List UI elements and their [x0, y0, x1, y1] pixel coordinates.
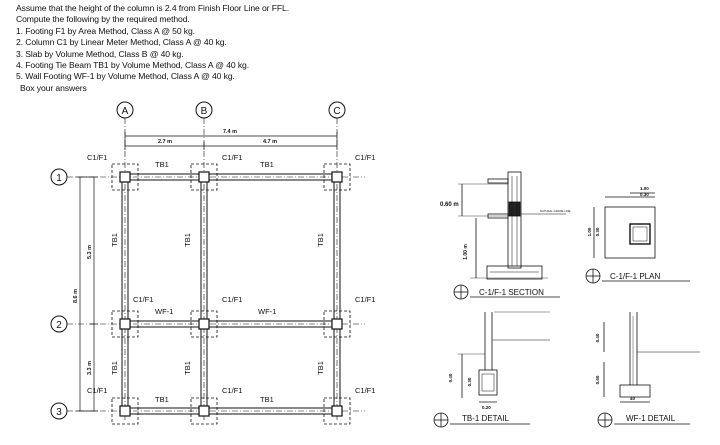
instruction-item-3: 3. Slab by Volume Method, Class B @ 40 k… [16, 48, 184, 59]
wf-label-left: WF-1 [155, 307, 173, 316]
dim-left-label: 2.7 m [158, 139, 172, 145]
svg-text:NATURAL GRADE LINE: NATURAL GRADE LINE [540, 209, 571, 213]
tb-detail: 0.40 0.30 0.20 TB-1 DETAIL [433, 311, 550, 428]
wf-detail: 0.40 0.60 40 WF-1 DETAIL [595, 312, 700, 428]
dim-vertical-top-label: 5.3 m [87, 245, 93, 259]
col-label-c2: C1/F1 [355, 295, 375, 304]
instruction-intro: Assume that the height of the column is … [16, 3, 289, 13]
tb-label-c-top: TB1 [316, 233, 325, 247]
instruction-compute: Compute the following by the required me… [16, 14, 190, 25]
tb-title: TB-1 DETAIL [462, 414, 510, 423]
plan-title: C-1/F-1 PLAN [610, 272, 660, 281]
grid-label-c: C [333, 106, 340, 117]
instructions-block: Assume that the height of the column is … [16, 3, 289, 94]
instruction-item-2: 2. Column C1 by Linear Meter Method, Cla… [16, 37, 227, 48]
tb-label-a-bottom: TB1 [110, 361, 119, 375]
wf-dim-side2: 0.60 [595, 375, 600, 384]
instruction-item-1: 1. Footing F1 by Area Method, Class A @ … [16, 25, 195, 36]
grid-label-2: 2 [56, 320, 62, 331]
dimension-left: 8.6 m 5.3 m 3.3 m [73, 176, 98, 412]
col-label-a2: C1/F1 [133, 295, 153, 304]
col-label-a1: C1/F1 [87, 153, 107, 162]
grid-label-a: A [122, 106, 129, 117]
section-dim-height: 0.60 m [440, 202, 459, 208]
col-label-b1: C1/F1 [222, 153, 242, 162]
tb-dim-height: 0.30 [467, 377, 472, 386]
tb-label-top-left: TB1 [155, 160, 169, 169]
grid-bubble-a: A [116, 101, 134, 420]
tb-label-bottom-left: TB1 [155, 395, 169, 404]
wf-title: WF-1 DETAIL [626, 414, 676, 423]
grid-bubble-2: 2 [50, 315, 365, 333]
tb-label-bottom-right: TB1 [260, 395, 274, 404]
columns [119, 171, 343, 417]
dim-right-label: 4.7 m [263, 139, 277, 145]
grid-bubble-3: 3 [50, 402, 365, 420]
col-label-c1: C1/F1 [355, 153, 375, 162]
dimension-top: 7.4 m 2.7 m 4.7 m [124, 129, 338, 150]
tb-dim-width: 0.20 [482, 405, 491, 410]
instruction-item-4: 4. Footing Tie Beam TB1 by Volume Method… [16, 60, 250, 71]
instruction-box-note: Box your answers [20, 82, 87, 93]
wf-label-right: WF-1 [258, 307, 276, 316]
grid-label-1: 1 [56, 173, 62, 184]
tb-dim-side: 0.40 [448, 373, 453, 382]
section-detail: NATURAL GRADE LINE 0.60 m 1.00 m C-1/F-1… [440, 171, 571, 300]
plan-dim-side-sub: 0.30 [595, 227, 600, 236]
plan-dim-side: 1.00 [587, 227, 592, 236]
dim-total-label: 7.4 m [223, 129, 237, 135]
col-label-b2: C1/F1 [222, 295, 242, 304]
plan-dim-sub: 0.30 [640, 192, 649, 197]
tb-label-c-bottom: TB1 [316, 361, 325, 375]
col-label-b3: C1/F1 [222, 386, 242, 395]
grid-bubble-c: C [328, 101, 346, 420]
plan-dim-top: 1.00 [640, 186, 649, 191]
wf-dim-width: 40 [630, 396, 636, 401]
col-label-c3: C1/F1 [355, 386, 375, 395]
dim-vertical-total-label: 8.6 m [73, 289, 79, 303]
tie-beams-vertical [121, 174, 341, 414]
tie-beams-horizontal [122, 173, 340, 415]
grid-label-3: 3 [56, 407, 62, 418]
grid-bubble-1: 1 [50, 168, 365, 186]
section-dim-footing: 1.00 m [463, 244, 469, 260]
tb-label-b-top: TB1 [183, 233, 192, 247]
col-label-a3: C1/F1 [87, 386, 107, 395]
section-title: C-1/F-1 SECTION [479, 288, 544, 297]
plan-detail: 1.00 0.30 1.00 0.30 C-1/F-1 PLAN [585, 186, 690, 284]
tb-label-a-top: TB1 [110, 233, 119, 247]
dim-vertical-bottom-label: 3.3 m [87, 361, 93, 375]
instruction-item-5: 5. Wall Footing WF-1 by Volume Method, C… [16, 71, 235, 82]
grid-bubble-b: B [195, 101, 213, 420]
footings [111, 163, 351, 425]
plan-labels: C1/F1 C1/F1 C1/F1 C1/F1 C1/F1 C1/F1 C1/F… [87, 153, 375, 404]
grid-label-b: B [201, 106, 208, 117]
floor-plan: A B C 1 2 3 [50, 101, 375, 425]
tb-label-top-right: TB1 [260, 160, 274, 169]
tb-label-b-bottom: TB1 [183, 361, 192, 375]
wf-dim-side: 0.40 [595, 333, 600, 342]
